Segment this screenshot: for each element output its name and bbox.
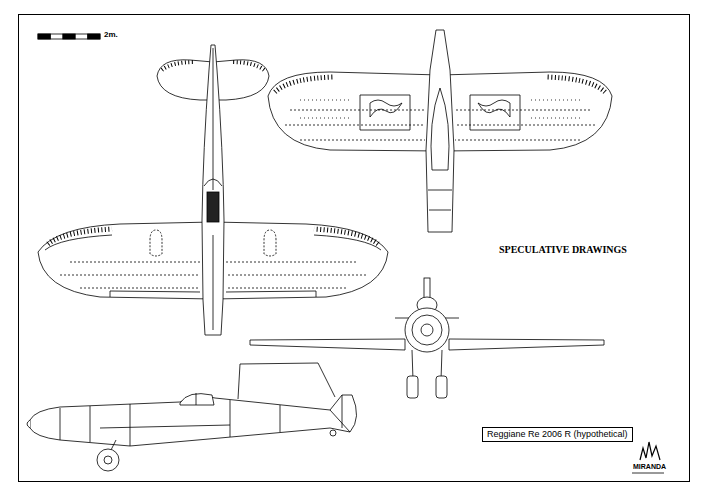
aileron-line: [45, 235, 112, 250]
aileron-hatching: [275, 77, 335, 92]
panel-line: [60, 262, 200, 288]
fuselage-front: [405, 308, 449, 352]
tailplane-outline: [157, 60, 213, 100]
scale-bar-segment: [38, 34, 50, 39]
spinner: [421, 324, 433, 336]
panel-line: [60, 400, 280, 446]
aileron-hatching: [48, 229, 112, 244]
wing-outline: [268, 72, 440, 151]
top-view-half: [38, 60, 213, 299]
fuselage-centerline: [213, 48, 214, 330]
radiator-scoop: [431, 88, 449, 170]
gear-well: [360, 95, 410, 130]
logo-mark: [640, 442, 660, 460]
scale-label: 2m.: [104, 31, 118, 40]
tail-wheel: [330, 430, 336, 436]
wing-outline: [38, 222, 213, 299]
wing-front: [449, 339, 604, 350]
logo-underline: [632, 473, 664, 474]
scale-bar-frame: [38, 34, 100, 39]
bottom-view-half-mirror: [440, 72, 612, 151]
engine-cowl: [412, 315, 442, 345]
panel-line: [285, 110, 425, 140]
canopy-side: [180, 394, 214, 405]
flap-line: [110, 291, 200, 297]
caption-text: Reggiane Re 2006 R (hypothetical): [487, 429, 628, 440]
wheel-front: [436, 376, 447, 398]
wing-front: [250, 339, 405, 350]
gear-leg-door: [370, 100, 402, 117]
antenna-wire: [238, 363, 335, 399]
page-frame: [19, 15, 690, 482]
scale-bar-segment: [88, 34, 100, 39]
note-text: SPECULATIVE DRAWINGS: [499, 244, 627, 255]
gear-well: [150, 230, 162, 256]
scale-bar: [38, 34, 100, 39]
panel-rivets: [300, 100, 350, 118]
wheel-hub: [104, 456, 112, 464]
fuselage-top: [202, 45, 224, 335]
fin-line: [330, 395, 350, 432]
elevator-hatching: [162, 62, 195, 70]
logo-text: MIRANDA: [633, 463, 666, 471]
cockpit: [207, 192, 219, 222]
fuselage-bottom: [426, 30, 454, 232]
wing-root-side: [100, 425, 230, 428]
spinner-side: [27, 420, 30, 428]
bottom-view-half: [268, 72, 440, 151]
canopy-frame: [196, 393, 197, 405]
landing-gear-leg: [412, 350, 442, 380]
wheel-side: [97, 449, 119, 471]
fuselage-panel-line: [428, 190, 452, 210]
wheel-front: [407, 376, 418, 398]
caption-box: Reggiane Re 2006 R (hypothetical): [482, 427, 633, 442]
canopy-frame: [204, 179, 222, 186]
scale-bar-segment: [63, 34, 75, 39]
